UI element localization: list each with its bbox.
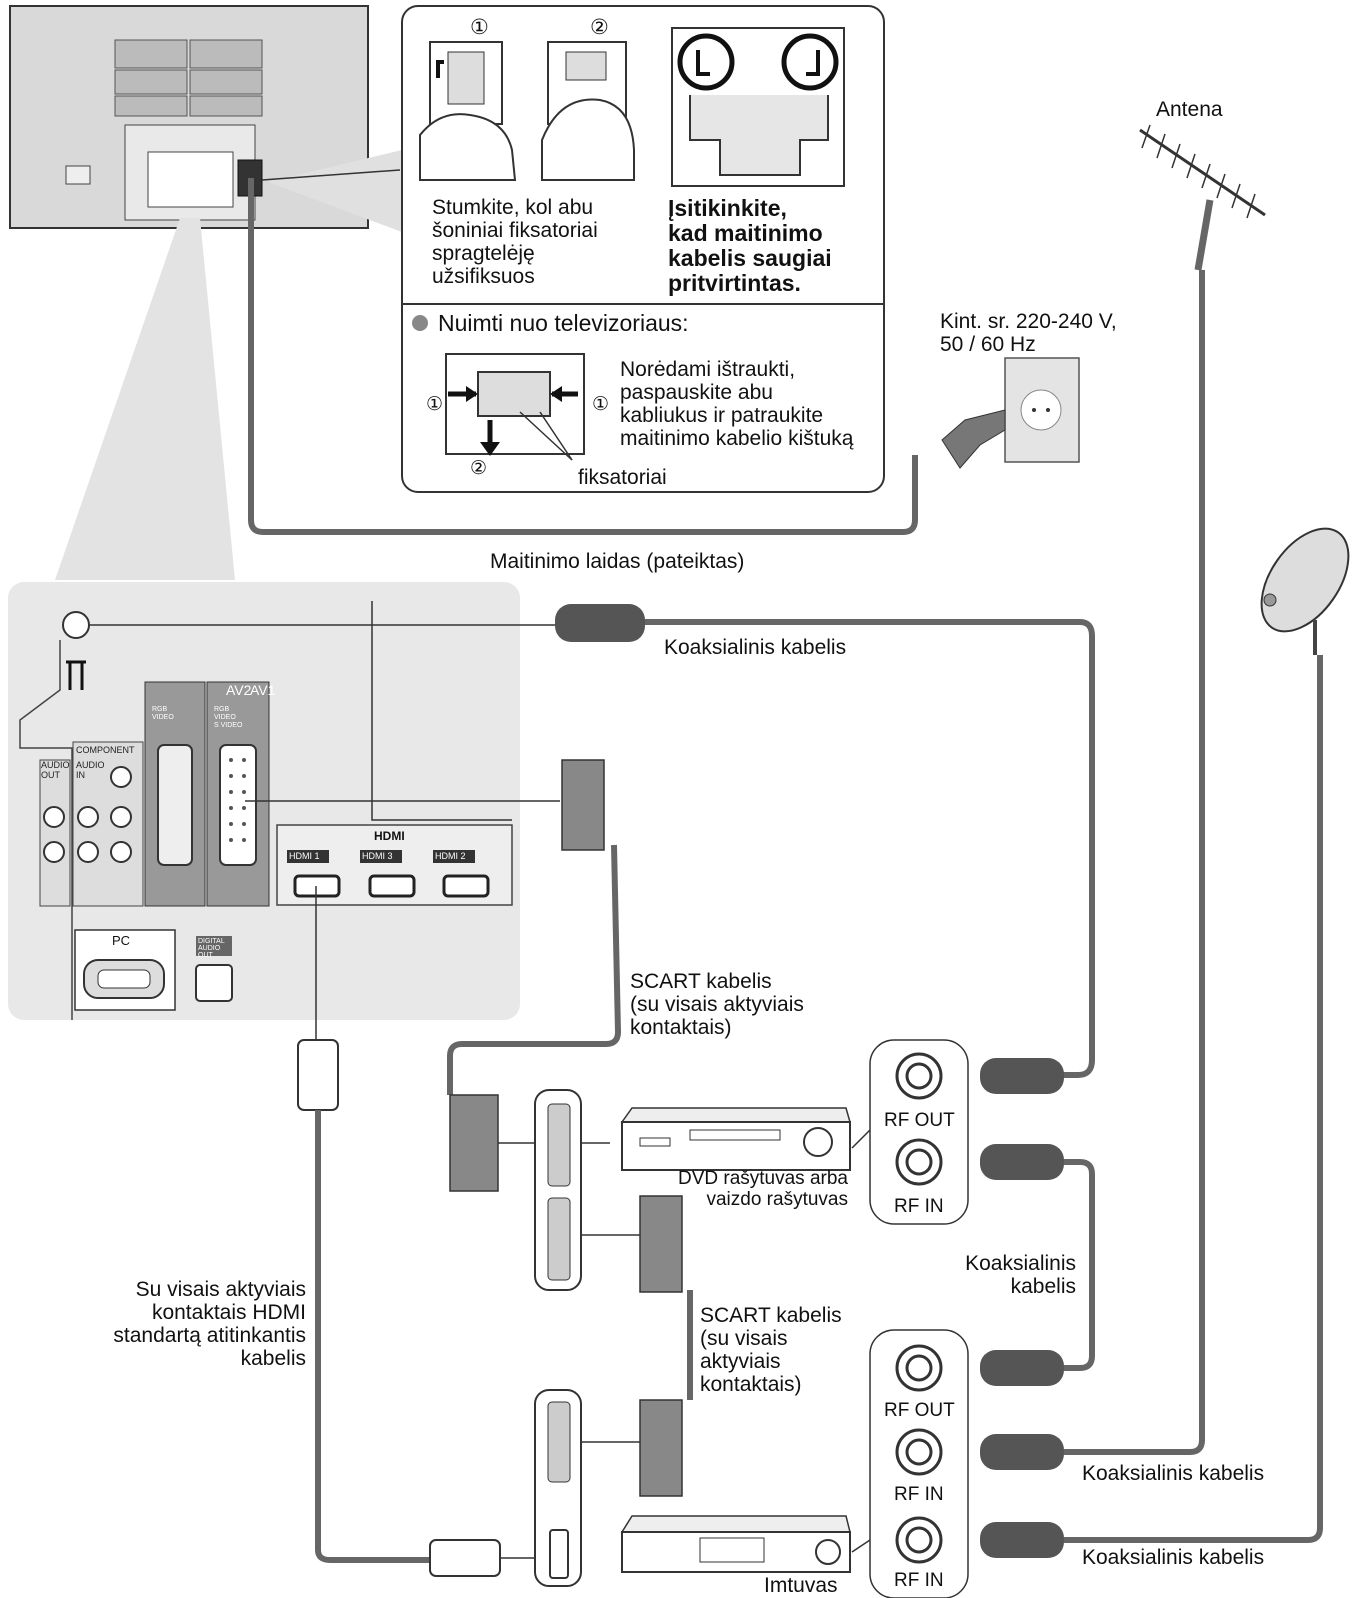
tv-back-illustration <box>9 5 369 229</box>
av1-label: AV1 <box>250 682 276 698</box>
hdmi1-label: HDMI 1 <box>289 851 320 861</box>
antenna-label: Antena <box>1156 98 1223 121</box>
hdmi-logo: HDMI <box>374 829 405 843</box>
rf-in-label-1: RF IN <box>894 1196 944 1217</box>
receiver-connector-strip <box>534 1389 640 1587</box>
wall-outlet <box>941 357 1080 469</box>
zoom-cone <box>55 218 235 580</box>
install-box <box>268 5 885 493</box>
coax-cable-dish <box>1064 655 1323 1543</box>
antenna-illustration <box>1139 124 1266 271</box>
coax-plugs-right <box>980 1058 1064 1558</box>
scart-cable-2 <box>639 1195 693 1497</box>
power-cord <box>248 178 918 535</box>
step-1-number: ① <box>470 16 489 39</box>
scart-cable-label-2: SCART kabelis (su visais aktyviais konta… <box>700 1304 842 1396</box>
digital-audio-out-label: DIGITAL AUDIO OUT <box>198 938 225 959</box>
av1-rgb-label: RGB VIDEO S VIDEO <box>214 706 243 729</box>
dvd-recorder-illustration <box>620 1107 851 1171</box>
rf-out-label-1: RF OUT <box>884 1110 955 1131</box>
hdmi2-label: HDMI 2 <box>435 851 466 861</box>
power-cord-label: Maitinimo laidas (pateiktas) <box>490 550 745 573</box>
pc-label: PC <box>112 933 131 948</box>
power-cord-line-top <box>261 169 401 181</box>
outlet-voltage-label: Kint. sr. 220-240 V, 50 / 60 Hz <box>940 310 1117 356</box>
remove-instruction: Norėdami ištraukti, paspauskite abu kabl… <box>620 358 854 450</box>
rf-jack-box-receiver <box>869 1329 969 1598</box>
recorder-scart-strip <box>498 1089 640 1291</box>
av2-rgb-label: RGB VIDEO <box>152 706 174 721</box>
panel-scart-guide-line <box>245 601 560 821</box>
rf-jack-box-recorder <box>869 1039 969 1225</box>
coax-cable-label-dish: Koaksialinis kabelis <box>1082 1546 1265 1569</box>
receiver-label: Imtuvas <box>764 1574 838 1597</box>
recorder-label: DVD rašytuvas arba vaizdo rašytuvas <box>677 1168 848 1210</box>
scart-cable-1 <box>447 759 622 1192</box>
ensure-instruction: Įsitikinkite, kad maitinimo kabelis saug… <box>668 195 832 296</box>
step-2-number: ② <box>590 16 609 39</box>
av2-label: AV2 <box>226 682 252 698</box>
remove-number-2: ② <box>470 458 488 479</box>
rf-out-label-2: RF OUT <box>884 1400 955 1421</box>
remove-title: Nuimti nuo televizoriaus: <box>438 310 689 336</box>
hdmi3-label: HDMI 3 <box>362 851 393 861</box>
remove-number-1: ① <box>426 394 444 415</box>
component-label: COMPONENT <box>76 745 135 755</box>
coax-cable-top <box>555 604 1095 1078</box>
coax-cable-recorder-receiver <box>1064 1159 1095 1371</box>
clips-label: fiksatoriai <box>578 466 667 489</box>
coax-cable-label-mid: Koaksialinis kabelis <box>965 1252 1076 1298</box>
push-instruction: Stumkite, kol abu šoniniai fiksatoriai s… <box>432 196 598 288</box>
hdmi-cable-label: Su visais aktyviais kontaktais HDMI stan… <box>113 1278 306 1370</box>
satellite-dish-illustration <box>1260 527 1350 655</box>
coax-cable-label-antenna: Koaksialinis kabelis <box>1082 1462 1265 1485</box>
rf-in-label-3: RF IN <box>894 1570 944 1591</box>
receiver-illustration <box>620 1515 851 1573</box>
audio-out-label: AUDIO OUT <box>41 760 70 780</box>
audio-in-label: AUDIO IN <box>76 760 105 780</box>
hdmi-cable <box>297 886 548 1577</box>
coax-cable-label-top: Koaksialinis kabelis <box>664 636 847 659</box>
remove-number-1-right: ① <box>592 394 610 415</box>
rf-box-to-recorder-line <box>851 1129 871 1553</box>
scart-cable-label-1: SCART kabelis (su visais aktyviais konta… <box>630 970 804 1039</box>
coax-cable-antenna <box>1064 270 1205 1455</box>
rf-in-label-2: RF IN <box>894 1484 944 1505</box>
